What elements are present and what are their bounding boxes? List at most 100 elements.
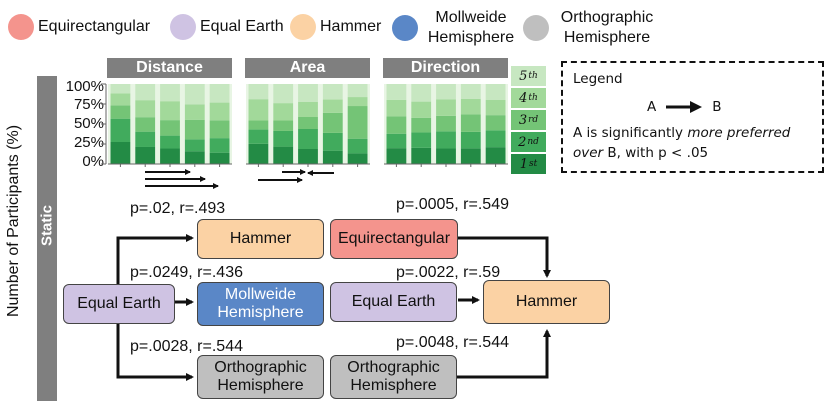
stacked-bar-charts: [108, 84, 508, 167]
bar-segment: [160, 84, 180, 102]
panel-header-area: Area: [245, 58, 370, 78]
bar-segment: [411, 117, 432, 133]
bar-segment: [485, 147, 506, 164]
orthographic-swatch-icon: [523, 15, 549, 41]
legend-label: Equal Earth: [200, 18, 284, 35]
y-tick-label: 25%: [73, 134, 104, 151]
bar-segment: [436, 115, 456, 132]
bar-segment: [485, 115, 506, 131]
bar-segment: [248, 129, 269, 144]
bar-segment: [273, 84, 294, 104]
arrow-right-icon: [666, 101, 703, 113]
bar-segment: [209, 120, 230, 139]
legend-label: Equirectangular: [38, 18, 151, 35]
bar-segment: [110, 118, 131, 142]
node-hammer-top: Hammer: [197, 219, 324, 259]
node-mollweide: Mollweide Hemisphere: [197, 282, 324, 326]
flow-arrows: [116, 234, 551, 381]
bar-segment: [184, 119, 205, 140]
key-text-1: A is significantly: [573, 125, 684, 141]
y-tick-label: 50%: [73, 115, 104, 132]
stat-label: p=.0048, r=.544: [396, 334, 509, 351]
bar-segment: [347, 153, 368, 164]
bar-segment: [298, 102, 318, 117]
bar-segment: [184, 84, 205, 105]
bar-segment: [386, 116, 407, 134]
bar-segment: [460, 114, 481, 132]
bar-segment: [160, 135, 180, 149]
bar-segment: [347, 97, 368, 107]
bar-segment: [460, 84, 481, 99]
node-orthographic-left: Orthographic Hemisphere: [197, 355, 324, 399]
bar-segment: [209, 152, 230, 164]
y-tick-label: 0%: [82, 153, 104, 170]
bar-segment: [322, 132, 343, 151]
distance-significance-arrows: [145, 169, 219, 189]
bar-segment: [411, 132, 432, 148]
bar-segment: [273, 120, 294, 131]
key-description: A is significantly more preferred over B…: [573, 123, 818, 163]
stat-label: p=.0249, r=.436: [130, 264, 243, 281]
panel-header-direction: Direction: [383, 58, 508, 78]
rank-ordinal: nd: [527, 137, 539, 147]
legend-item-orthographic: Orthographic Hemisphere: [523, 8, 661, 48]
bar-segment: [298, 84, 318, 102]
node-hammer-right: Hammer: [483, 280, 610, 324]
bar-segment: [110, 142, 131, 164]
bar-segment: [298, 149, 318, 164]
bar-segment: [135, 84, 156, 101]
rank-number: 3: [518, 112, 528, 128]
bar-segment: [273, 130, 294, 147]
legend-item-equirectangular: Equirectangular: [8, 14, 150, 40]
rank-ordinal: th: [528, 93, 538, 103]
bar-segment: [298, 117, 318, 129]
bar-segment: [347, 138, 368, 154]
equirectangular-swatch-icon: [8, 14, 34, 40]
static-sidebar: [37, 76, 57, 401]
key-text-2: B, with p < .05: [607, 145, 709, 161]
bar-segment: [485, 84, 506, 100]
panel-header-distance: Distance: [107, 58, 232, 78]
hammer-swatch-icon: [290, 14, 316, 40]
key-text-emphasis-1: more preferred: [687, 125, 791, 141]
bar-segment: [322, 112, 343, 133]
bar-segment: [411, 147, 432, 164]
legend-label: Orthographic Hemisphere: [560, 9, 654, 46]
bar-segment: [209, 84, 230, 103]
area-significance-arrows: [258, 169, 334, 183]
bar-segment: [386, 99, 407, 117]
mollweide-swatch-icon: [392, 15, 418, 41]
equal-earth-swatch-icon: [170, 14, 196, 40]
bar-segment: [322, 99, 343, 113]
bar-segment: [322, 84, 343, 100]
legend-item-hammer: Hammer: [290, 14, 381, 40]
bar-segment: [184, 151, 205, 164]
bar-segment: [135, 100, 156, 118]
rank-number: 4: [519, 90, 528, 106]
bar-segment: [436, 84, 456, 100]
bar-segment: [110, 105, 131, 119]
key-node-b: B: [712, 99, 722, 115]
bar-segment: [347, 106, 368, 139]
key-text-emphasis-2: over: [573, 145, 604, 161]
legend-item-equal-earth: Equal Earth: [170, 14, 284, 40]
legend-item-mollweide: Mollweide Hemisphere: [392, 8, 520, 48]
legend-label: Mollweide Hemisphere: [427, 9, 515, 46]
bar-segment: [436, 131, 456, 149]
bar-segment: [347, 84, 368, 98]
y-axis: [101, 83, 107, 165]
bar-segment: [322, 150, 343, 164]
bar-segment: [273, 103, 294, 121]
bar-segment: [411, 101, 432, 118]
bar-segment: [135, 146, 156, 164]
bar-segment: [110, 93, 131, 106]
bar-segment: [460, 98, 481, 115]
bar-segment: [135, 131, 156, 147]
bar-segment: [386, 148, 407, 164]
bar-segment: [248, 120, 269, 130]
